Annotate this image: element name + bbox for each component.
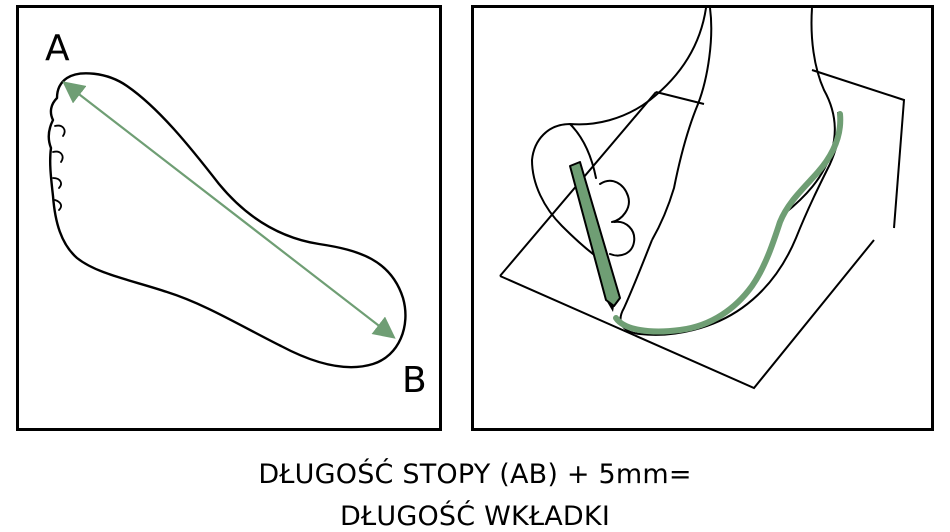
hand-outline xyxy=(530,8,707,263)
leg-outline xyxy=(651,8,836,241)
tracing-panel xyxy=(471,5,934,431)
toe-lines xyxy=(52,124,66,211)
point-b-label: B xyxy=(402,360,427,401)
measurement-arrow xyxy=(62,81,396,339)
footprint-illustration xyxy=(47,72,407,369)
caption-line-1: DŁUGOŚĆ STOPY (AB) + 5mm= xyxy=(258,459,692,490)
paper-sheet xyxy=(499,69,906,390)
footprint-outline xyxy=(47,72,407,369)
foot-outline xyxy=(619,111,841,336)
footprint-panel: A B xyxy=(16,5,442,431)
tracing-illustration xyxy=(499,8,906,390)
pencil-icon xyxy=(569,161,621,312)
point-a-label: A xyxy=(45,28,70,69)
traced-contour xyxy=(613,111,844,335)
caption-line-2: DŁUGOŚĆ WKŁADKI xyxy=(340,501,610,532)
